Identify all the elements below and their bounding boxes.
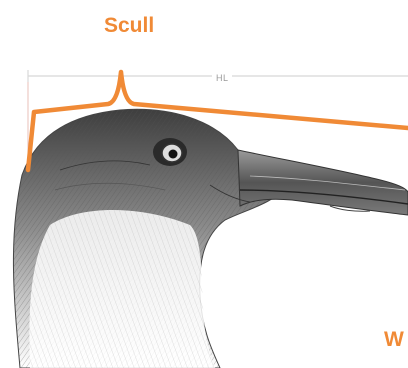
gull-bill [238, 150, 408, 215]
w-label: W [384, 328, 404, 352]
gull-head-illustration [13, 109, 408, 368]
gull-eye [153, 138, 187, 166]
hl-label: HL [216, 73, 229, 83]
scull-label: Scull [104, 14, 154, 38]
